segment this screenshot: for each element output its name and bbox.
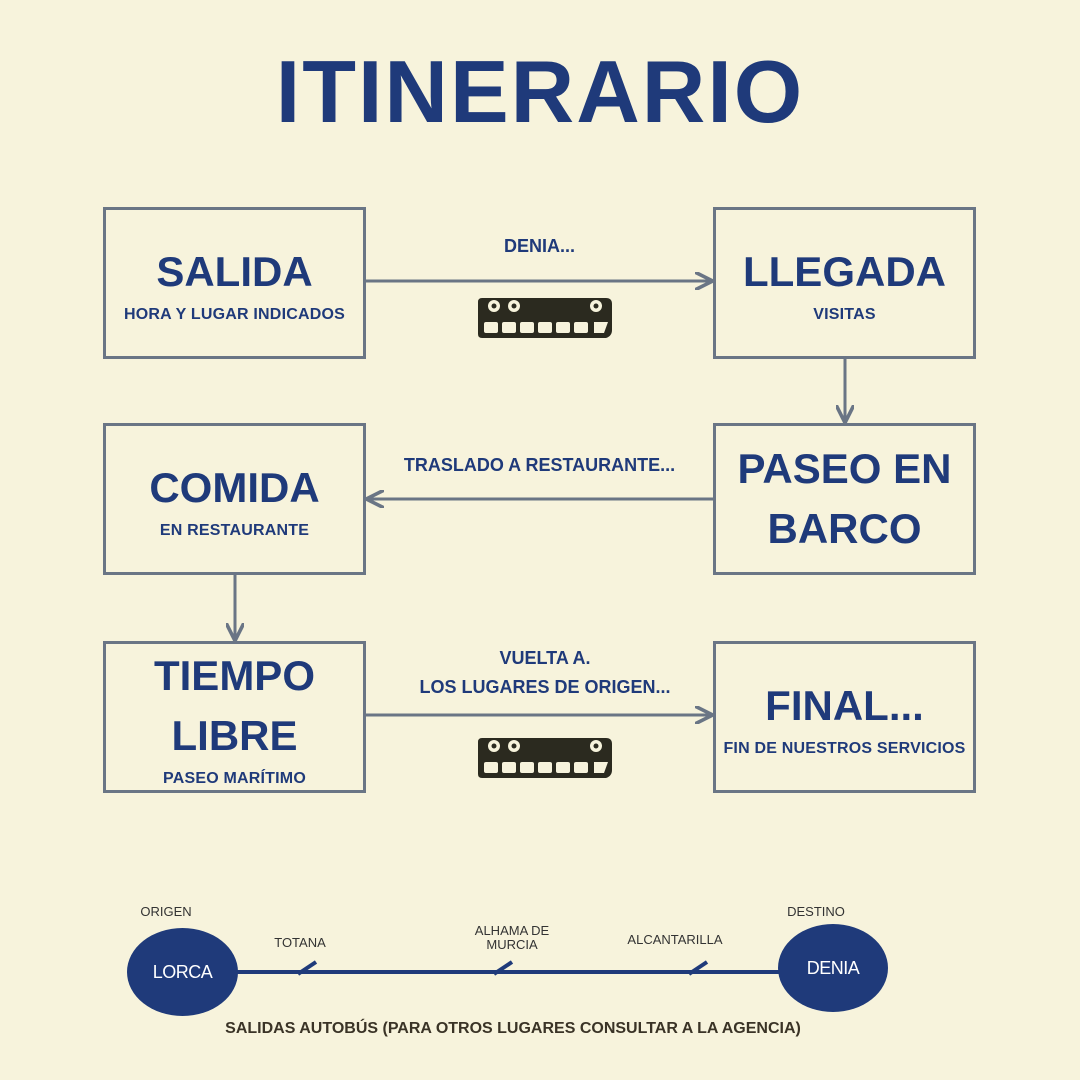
step-paseo-en-barco: PASEO EN BARCO xyxy=(713,423,976,575)
route-stop-alcantarilla: ALCANTARILLA xyxy=(627,932,723,947)
bus-icon xyxy=(478,738,612,778)
step-salida: SALIDA HORA Y LUGAR INDICADOS xyxy=(103,207,366,359)
footer-note: SALIDAS AUTOBÚS (PARA OTROS LUGARES CONS… xyxy=(225,1020,801,1037)
step-subtitle: VISITAS xyxy=(813,306,876,323)
connector-label-line: LOS LUGARES DE ORIGEN... xyxy=(419,677,671,697)
step-subtitle: FIN DE NUESTROS SERVICIOS xyxy=(723,740,966,757)
connector-label-vuelta: VUELTA A. LOS LUGARES DE ORIGEN... xyxy=(366,644,724,702)
route-destination-city: DENIA xyxy=(778,924,888,1012)
step-final: FINAL... FIN DE NUESTROS SERVICIOS xyxy=(713,641,976,793)
route-tick-totana xyxy=(296,960,318,976)
step-title: PASEO EN BARCO xyxy=(737,445,952,552)
page-title: ITINERARIO xyxy=(275,42,805,141)
step-comida: COMIDA EN RESTAURANTE xyxy=(103,423,366,575)
step-tiempo-libre: TIEMPO LIBRE PASEO MARÍTIMO xyxy=(103,641,366,793)
step-title: TIEMPO LIBRE xyxy=(153,652,315,759)
route-destination-label: DESTINO xyxy=(787,904,845,919)
step-title: FINAL... xyxy=(765,682,924,729)
route-origin-city: LORCA xyxy=(127,928,238,1016)
bus-icon xyxy=(478,298,612,338)
route-origin-label: ORIGEN xyxy=(140,904,192,919)
route-stop-totana: TOTANA xyxy=(274,935,326,950)
connector-label-traslado: TRASLADO A RESTAURANTE... xyxy=(403,455,676,475)
step-title: COMIDA xyxy=(149,464,320,511)
connector-label-line: VUELTA A. xyxy=(499,648,591,668)
step-subtitle: PASEO MARÍTIMO xyxy=(163,770,306,787)
connector-label-denia: DENIA... xyxy=(503,236,575,256)
step-llegada: LLEGADA VISITAS xyxy=(713,207,976,359)
route-tick-alcantarilla xyxy=(687,960,709,976)
route-tick-alhama xyxy=(492,960,514,976)
step-subtitle: EN RESTAURANTE xyxy=(159,522,310,539)
route-stop-alhama: ALHAMA DE MURCIA xyxy=(474,923,550,952)
step-title: SALIDA xyxy=(156,248,313,295)
step-title: LLEGADA xyxy=(743,248,946,295)
step-subtitle: HORA Y LUGAR INDICADOS xyxy=(123,306,345,323)
